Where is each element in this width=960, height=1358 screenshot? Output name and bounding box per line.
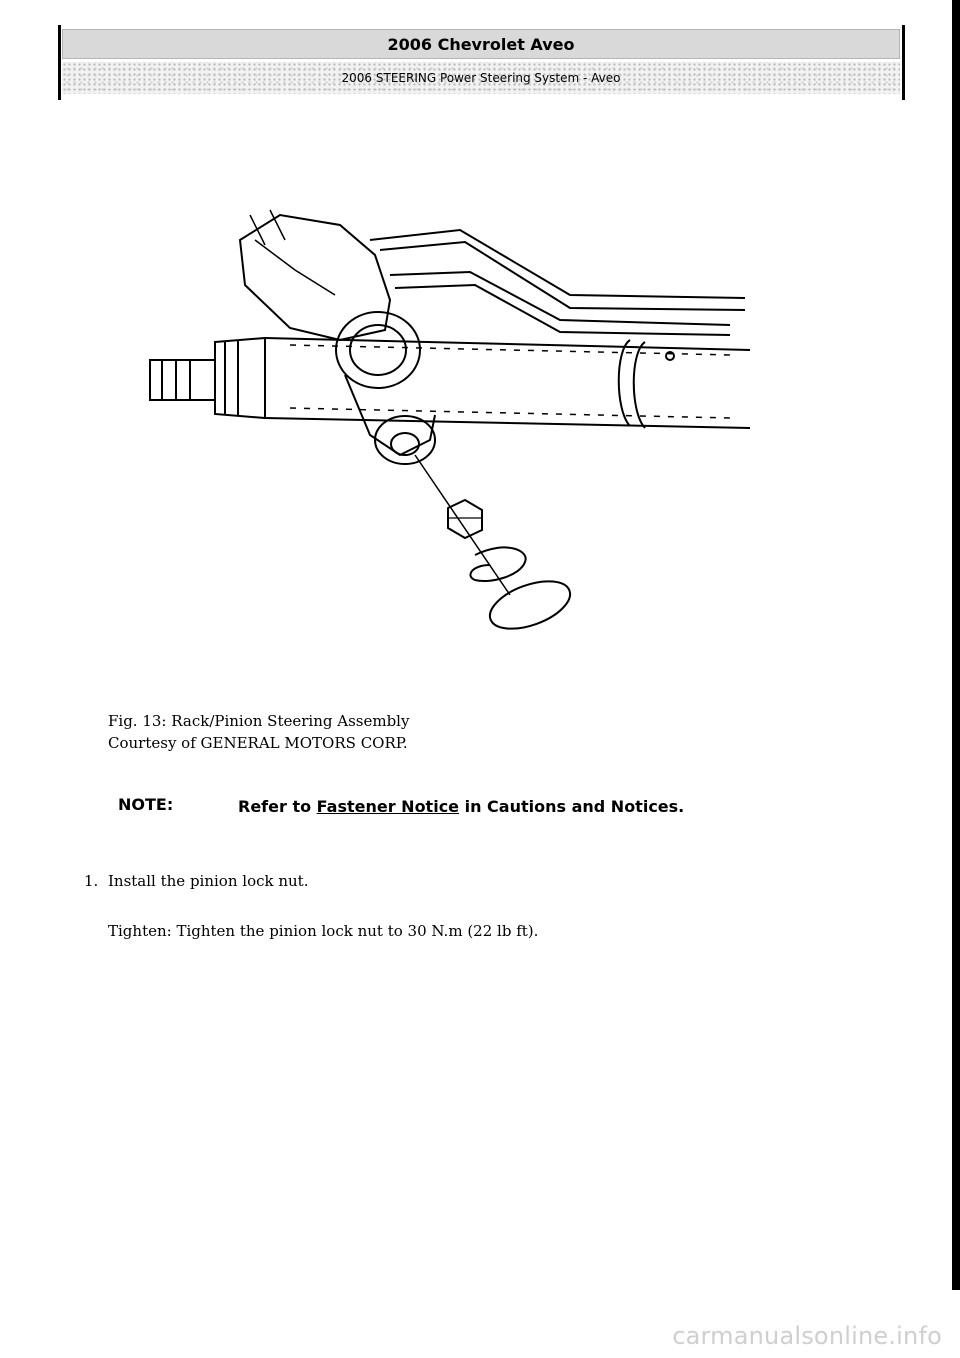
step-number: 1. bbox=[84, 872, 99, 890]
pinion-cap bbox=[488, 580, 572, 630]
note-suffix: in Cautions and Notices. bbox=[459, 797, 685, 816]
valve-housing bbox=[238, 213, 392, 342]
fastener-notice-link[interactable]: Fastener Notice bbox=[316, 797, 460, 816]
note-text: Refer to Fastener Notice in Cautions and… bbox=[238, 795, 698, 819]
rack-pinion-steering-illustration bbox=[149, 209, 750, 630]
rack-tube bbox=[264, 337, 750, 429]
figure-caption-credit: Courtesy of GENERAL MOTORS CORP. bbox=[108, 734, 408, 752]
fluid-lines bbox=[369, 228, 746, 299]
note-prefix: Refer to bbox=[238, 797, 317, 816]
left-end-fitting bbox=[149, 359, 216, 401]
pinion-boss bbox=[335, 311, 421, 389]
document-subtitle-text: 2006 STEERING Power Steering System - Av… bbox=[341, 71, 621, 85]
rack-boot-ring bbox=[617, 339, 646, 429]
tighten-label: Tighten: bbox=[108, 922, 172, 940]
note-label: NOTE: bbox=[118, 795, 174, 814]
tighten-text: Tighten the pinion lock nut to 30 N.m (2… bbox=[171, 922, 539, 940]
document-subtitle: 2006 STEERING Power Steering System - Av… bbox=[62, 62, 900, 94]
figure-caption-title: Fig. 13: Rack/Pinion Steering Assembly bbox=[108, 712, 410, 730]
snap-ring bbox=[469, 546, 527, 582]
pinion-port bbox=[374, 415, 436, 465]
step-text: Install the pinion lock nut. bbox=[108, 872, 309, 890]
pinion-lock-nut bbox=[447, 498, 483, 540]
document-title-text: 2006 Chevrolet Aveo bbox=[387, 34, 575, 54]
watermark: carmanualsonline.info bbox=[672, 1322, 942, 1350]
page-edge bbox=[952, 0, 960, 1290]
header-border-left bbox=[58, 25, 61, 100]
tighten-instruction: Tighten: Tighten the pinion lock nut to … bbox=[108, 922, 538, 940]
header-border-right bbox=[902, 25, 905, 100]
figure-caption: Fig. 13: Rack/Pinion Steering Assembly C… bbox=[108, 710, 409, 754]
pinion-axis bbox=[414, 454, 511, 596]
document-title: 2006 Chevrolet Aveo bbox=[62, 29, 900, 59]
